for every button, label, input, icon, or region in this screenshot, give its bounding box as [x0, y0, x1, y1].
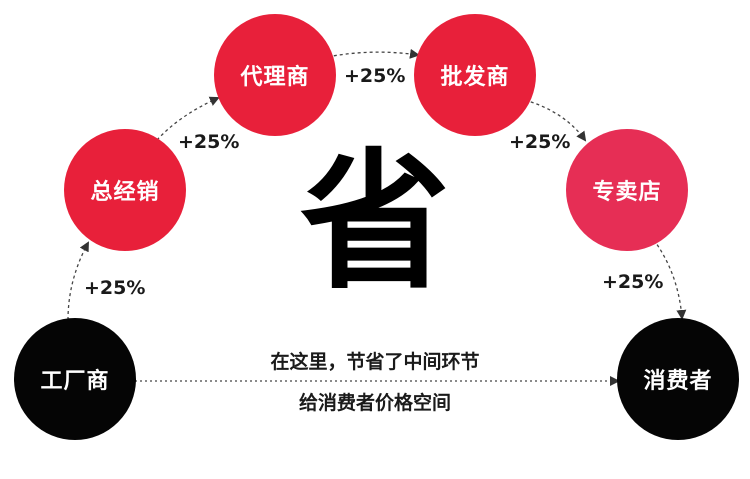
arrow-agent-to-wholesaler: [321, 48, 420, 59]
node-consumer: 消费者: [617, 318, 739, 440]
arrow-distributor-to-agent: [156, 96, 220, 141]
center-message-line-1: 在这里，节省了中间环节: [270, 351, 480, 373]
node-factory: 工厂商: [14, 318, 136, 440]
markup-wholesaler-to-store: +25%: [509, 131, 571, 153]
node-wholesaler: 批发商: [414, 14, 536, 136]
node-store: 专卖店: [566, 129, 688, 251]
markup-factory-to-distributor: +25%: [84, 277, 146, 299]
markup-agent-to-wholesaler: +25%: [344, 65, 406, 87]
markup-distributor-to-agent: +25%: [178, 131, 240, 153]
arrow-factory-to-distributor: [67, 241, 89, 321]
center-save-character: 省: [299, 135, 450, 310]
node-distributor: 总经销: [64, 129, 186, 251]
markup-store-to-consumer: +25%: [602, 271, 664, 293]
node-agent: 代理商: [214, 14, 336, 136]
arrow-wholesaler-to-store: [524, 99, 587, 142]
center-message-line-2: 给消费者价格空间: [298, 392, 451, 414]
